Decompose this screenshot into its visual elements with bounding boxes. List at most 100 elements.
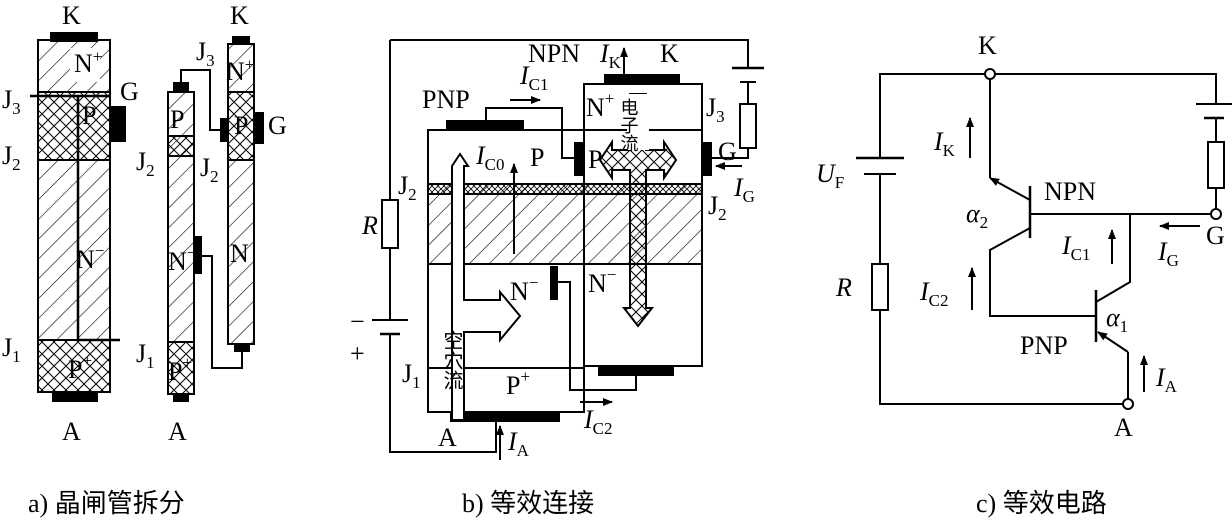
a-anode-pad xyxy=(52,392,98,402)
a-k-label: K xyxy=(62,1,81,30)
panel-a: K N+ G P N− P+ A J3 J2 J1 P N− P+ J2 J1 … xyxy=(2,1,287,518)
b-ic2-label: IC2 xyxy=(583,405,613,438)
c-alpha2-label: α2 xyxy=(966,199,988,232)
a-right-k-label: K xyxy=(230,1,249,30)
a-left-n-label: N− xyxy=(168,243,196,276)
a-cathode-pad xyxy=(50,32,98,42)
a-caption: a) 晶闸管拆分 xyxy=(28,489,185,518)
b-ia-label: IA xyxy=(507,427,530,460)
b-wire-left-bottom xyxy=(389,334,497,453)
b-g-label: G xyxy=(718,137,737,166)
b-j2r-label: J2 xyxy=(708,191,727,224)
c-k-label: K xyxy=(978,31,997,60)
a-right-p-layer xyxy=(227,91,255,161)
b-n-left-label: N− xyxy=(510,273,538,306)
b-pnp-top-pad xyxy=(446,120,524,130)
a-right-n-layer xyxy=(227,159,255,345)
b-wire-top xyxy=(390,39,749,68)
c-pnp-collector xyxy=(1095,214,1131,303)
a-left-bottom-pad xyxy=(173,394,189,402)
a-right-j3-label: J3 xyxy=(196,37,215,70)
b-n-plus-label: N+ xyxy=(586,89,614,122)
a-j2-label: J2 xyxy=(2,141,21,174)
a-n-minus-layer xyxy=(37,159,111,341)
c-terminal-a xyxy=(1122,398,1134,410)
c-a-label: A xyxy=(1114,413,1133,442)
c-npn-collector xyxy=(989,227,1096,317)
c-wire-bottom xyxy=(879,310,1128,405)
b-j1-label: J1 xyxy=(402,359,421,392)
panel-c: K IK UF NPN α2 G IC1 IG R IC2 α1 PNP IA … xyxy=(816,31,1232,518)
a-left-p-label: P xyxy=(170,105,184,134)
c-caption: c) 等效电路 xyxy=(976,489,1107,518)
b-pnp-n-contact xyxy=(550,266,558,300)
b-r-label: R xyxy=(361,211,378,240)
b-ig-label: IG xyxy=(733,173,755,206)
c-resistor-r xyxy=(871,263,889,311)
b-hole-flow-label: 空穴流 xyxy=(440,330,464,390)
a-n-minus-label: N− xyxy=(76,241,104,274)
a-right-p-label: P xyxy=(234,111,248,140)
a-wire-top xyxy=(180,69,220,131)
a-j3-label: J3 xyxy=(2,85,21,118)
panel-b: 空穴流 电子流 NPN IK K IC1 PNP IC0 P P N+ J3 G… xyxy=(350,39,764,518)
b-plus-label: + xyxy=(350,339,365,368)
b-electron-flow-label-bg xyxy=(627,94,649,150)
a-left-top-pad xyxy=(173,82,189,92)
a-wire-bottom xyxy=(202,255,243,369)
b-electron-flow-label: 电子流 xyxy=(618,98,639,152)
c-g-label: G xyxy=(1206,221,1225,250)
a-p-layer xyxy=(37,91,111,161)
a-left-j1-label: J1 xyxy=(136,339,155,372)
c-wire-top-left xyxy=(879,73,988,158)
b-pnp-label: PNP xyxy=(422,85,470,114)
c-npn-emitter xyxy=(989,177,1031,201)
b-a-label: A xyxy=(438,423,457,452)
b-k-label: K xyxy=(660,39,679,68)
c-uf-label: UF xyxy=(816,159,844,192)
a-n-plus-label: N+ xyxy=(74,47,102,78)
b-electron-flow-arrow xyxy=(598,93,678,328)
b-wire-gate xyxy=(706,148,749,159)
b-wire-ic2 xyxy=(558,281,637,391)
b-p-left-label: P xyxy=(530,143,544,172)
a-right-n-plus-label: N+ xyxy=(226,55,254,86)
c-ig-label: IG xyxy=(1157,237,1179,270)
b-npn-label: NPN xyxy=(528,39,580,68)
b-ic1-label: IC1 xyxy=(519,61,549,94)
a-label-bg xyxy=(70,48,100,82)
a-gate-pad xyxy=(110,106,126,142)
b-npn-gate-pad xyxy=(702,142,712,176)
a-right-g-label: G xyxy=(268,111,287,140)
a-p-plus-label: P+ xyxy=(68,351,92,384)
a-right-gate-pad xyxy=(254,112,264,144)
c-ic2-label: IC2 xyxy=(919,277,949,310)
b-ik-label: IK xyxy=(599,39,622,72)
a-j1-label: J1 xyxy=(2,333,21,366)
c-pnp-label: PNP xyxy=(1020,331,1068,360)
c-terminal-g xyxy=(1210,208,1222,220)
a-right-bottom-pad xyxy=(234,344,250,352)
c-r-label: R xyxy=(835,273,852,302)
a-right-n-label: N xyxy=(230,239,249,268)
c-wire-top-right xyxy=(994,73,1217,104)
c-npn-label: NPN xyxy=(1044,177,1096,206)
a-right-top-pad xyxy=(232,36,250,44)
b-resistor-g xyxy=(739,103,757,149)
b-minus-label: − xyxy=(350,307,365,336)
a-left-j2-label: J2 xyxy=(136,147,155,180)
a-left-p-cross xyxy=(167,135,195,157)
b-hole-flow-arrow xyxy=(451,152,522,421)
b-npn-p-contact xyxy=(574,142,584,176)
c-terminal-k xyxy=(984,68,996,80)
c-pnp-emitter xyxy=(1097,331,1129,353)
b-j2-label: J2 xyxy=(398,171,417,204)
a-right-a-label: A xyxy=(168,417,187,446)
b-j3-label: J3 xyxy=(706,93,725,126)
c-alpha1-label: α1 xyxy=(1106,303,1128,336)
a-a-label: A xyxy=(62,417,81,446)
c-ic1-label: IC1 xyxy=(1061,231,1091,264)
c-resistor-g xyxy=(1207,141,1225,189)
b-caption: b) 等效连接 xyxy=(462,489,594,518)
